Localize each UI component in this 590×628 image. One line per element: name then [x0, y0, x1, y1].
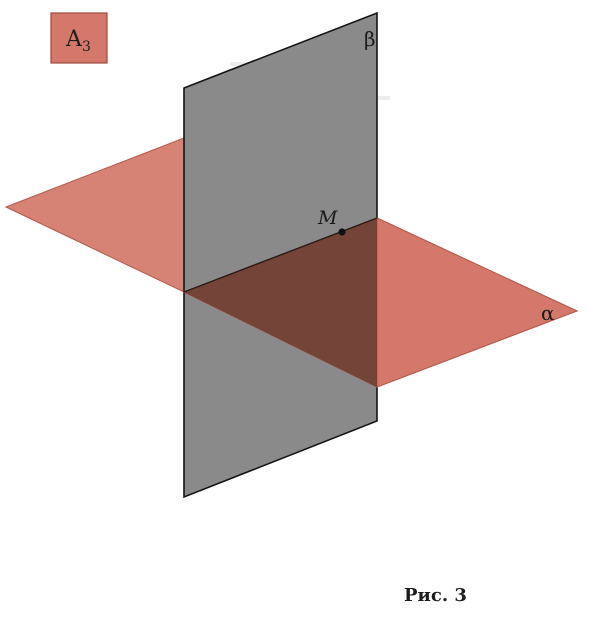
- plane-alpha-back-part: [4, 137, 185, 293]
- topic-badge-subscript: 3: [82, 39, 91, 55]
- topic-badge-letter: A: [65, 27, 83, 52]
- point-m-label: M: [317, 207, 338, 229]
- plane-alpha-label: α: [541, 301, 555, 325]
- topic-badge-box: [50, 12, 108, 64]
- plane-beta-label: β: [364, 27, 376, 51]
- point-m-marker: [338, 228, 346, 236]
- topic-badge: A 3: [50, 12, 108, 64]
- planes-overlap-region: [184, 218, 377, 387]
- figure-caption: Рис. 3: [404, 585, 467, 606]
